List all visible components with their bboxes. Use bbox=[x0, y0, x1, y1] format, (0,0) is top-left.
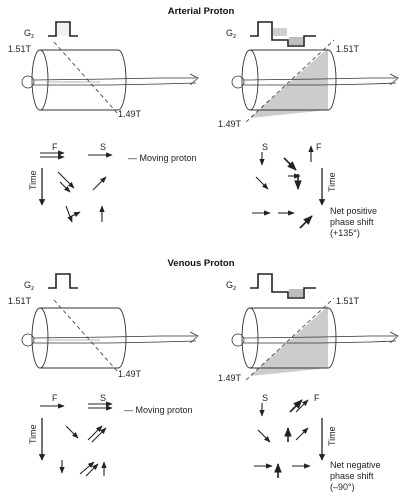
slow-label: S bbox=[262, 393, 268, 403]
fast-label: F bbox=[52, 142, 58, 152]
slow-label: S bbox=[100, 142, 106, 152]
section-title-arterial: Arterial Proton bbox=[168, 6, 235, 17]
venous-left-phase-arrows: F S — Moving proton Time bbox=[28, 393, 193, 477]
gradient-plane bbox=[53, 41, 119, 115]
patient-figure bbox=[21, 73, 199, 89]
fast-label: F bbox=[314, 393, 320, 403]
patient-figure bbox=[231, 73, 399, 89]
gradient-label: Gz bbox=[24, 280, 34, 292]
moving-proton-note: — Moving proton bbox=[124, 405, 193, 415]
gradient-pulse-bipolar bbox=[250, 21, 316, 47]
moving-proton-note: — Moving proton bbox=[128, 153, 197, 163]
result-line-1: Net negative bbox=[330, 460, 381, 470]
arterial-right-phase-arrows: S F Time Net positive phase shift (+135°… bbox=[252, 142, 377, 238]
field-label-high: 1.51T bbox=[336, 296, 360, 306]
time-label: Time bbox=[28, 170, 38, 190]
field-label-low: 1.49T bbox=[218, 373, 242, 383]
venous-right-scanner: Gz 1.51T 1.49T bbox=[218, 273, 399, 383]
time-label: Time bbox=[28, 424, 38, 444]
arterial-right-scanner: Gz 1.51T 1.49T bbox=[218, 21, 399, 129]
gradient-pulse-positive bbox=[48, 21, 78, 37]
gradient-pulse-positive bbox=[48, 273, 78, 289]
arterial-left-scanner: Gz 1.51T 1.49T bbox=[8, 21, 199, 119]
field-label-high: 1.51T bbox=[8, 44, 32, 54]
gradient-label: Gz bbox=[226, 28, 236, 40]
venous-right-phase-arrows: S F Time Net negative phase shift (–90°) bbox=[254, 393, 381, 492]
field-label-low: 1.49T bbox=[218, 119, 242, 129]
time-label: Time bbox=[327, 172, 337, 192]
bore-back-ring bbox=[117, 49, 127, 111]
venous-left-scanner: Gz 1.51T 1.49T bbox=[8, 273, 199, 379]
result-line-2: phase shift bbox=[330, 471, 374, 481]
gradient-pulse-bipolar bbox=[250, 273, 316, 299]
field-label-low: 1.49T bbox=[118, 109, 142, 119]
result-line-3: (–90°) bbox=[330, 482, 355, 492]
field-label-high: 1.51T bbox=[336, 44, 360, 54]
gradient-label: Gz bbox=[24, 28, 34, 40]
time-label: Time bbox=[327, 426, 337, 446]
result-line-2: phase shift bbox=[330, 217, 374, 227]
fast-label: F bbox=[316, 142, 322, 152]
patient-figure bbox=[231, 331, 399, 347]
gradient-fill bbox=[57, 23, 69, 36]
result-line-3: (+135°) bbox=[330, 228, 360, 238]
field-label-low: 1.49T bbox=[118, 369, 142, 379]
slow-label: S bbox=[262, 142, 268, 152]
slow-label: S bbox=[100, 393, 106, 403]
arterial-left-phase-arrows: F S — Moving proton Time bbox=[28, 142, 197, 223]
field-label-high: 1.51T bbox=[8, 296, 32, 306]
fast-label: F bbox=[52, 393, 58, 403]
gradient-label: Gz bbox=[226, 280, 236, 292]
result-line-1: Net positive bbox=[330, 206, 377, 216]
section-title-venous: Venous Proton bbox=[167, 258, 234, 269]
patient-figure bbox=[21, 331, 199, 347]
